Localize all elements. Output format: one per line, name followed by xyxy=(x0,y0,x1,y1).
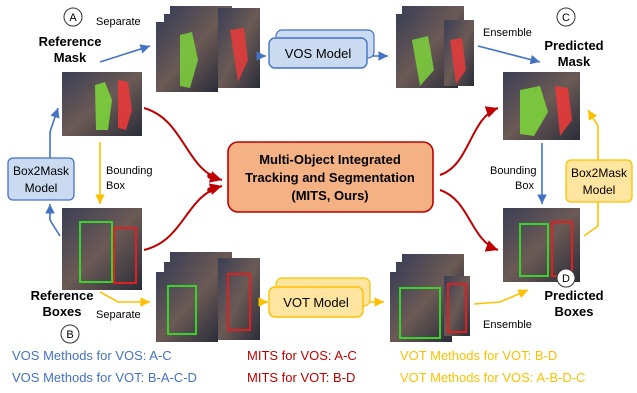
arrow-boxes-to-separate xyxy=(99,291,150,307)
separate-masks-top-stack xyxy=(156,6,260,92)
arrow-mits-to-predicted-mask xyxy=(439,106,499,176)
arrow-ensemble-to-predicted xyxy=(477,45,541,65)
reference-mask-title-1: Reference xyxy=(39,34,102,49)
ensemble-bottom-label: Ensemble xyxy=(483,319,532,331)
legend-vos-for-vos: VOS Methods for VOS: A-C xyxy=(12,348,172,363)
legend-vos-for-vot: VOS Methods for VOT: B-A-C-D xyxy=(12,370,197,385)
node-a: A Reference Mask xyxy=(39,7,102,65)
vot-model-label: VOT Model xyxy=(283,295,349,310)
vot-model-box: VOT Model xyxy=(268,277,371,318)
node-c-letter: C xyxy=(562,12,570,24)
separate-top-label: Separate xyxy=(96,16,141,28)
mits-box: Multi-Object Integrated Tracking and Seg… xyxy=(227,141,434,213)
reference-mask-title-2: Mask xyxy=(54,50,87,65)
arrow-boxes-to-box2mask xyxy=(45,204,61,237)
box2mask-left-line-1: Box2Mask xyxy=(13,164,70,178)
box2mask-left-box: Box2Mask Model xyxy=(7,157,75,201)
predicted-mask-title-1: Predicted xyxy=(544,38,603,53)
legend-vot-for-vot: VOT Methods for VOT: B-D xyxy=(400,348,558,363)
arrow-mask-to-mits xyxy=(143,107,223,183)
vos-model-box: VOS Model xyxy=(268,29,375,69)
separate-boxes-bottom-stack xyxy=(156,252,260,342)
legend-vot-for-vos: VOT Methods for VOS: A-B-D-C xyxy=(400,370,586,385)
node-b-letter: B xyxy=(66,329,73,341)
predicted-mask-image xyxy=(503,72,580,140)
arrow-ensemble-to-predicted-boxes xyxy=(473,289,529,305)
bounding-box-right-2: Box xyxy=(515,180,534,192)
separate-bottom-label: Separate xyxy=(96,309,141,321)
reference-boxes-image xyxy=(62,208,142,290)
box2mask-right-box: Box2Mask Model xyxy=(565,159,633,203)
predicted-mask-title-2: Mask xyxy=(558,54,591,69)
predicted-boxes-title-1: Predicted xyxy=(544,288,603,303)
predicted-boxes-title-2: Boxes xyxy=(554,304,593,319)
legend-mits-for-vos: MITS for VOS: A-C xyxy=(247,348,357,363)
junction-dot-bottom xyxy=(207,187,213,193)
bounding-box-left-2: Box xyxy=(106,180,125,192)
node-c: C Predicted Mask xyxy=(544,7,604,69)
reference-boxes-title-1: Reference xyxy=(31,288,94,303)
bounding-box-left-1: Bounding xyxy=(106,165,153,177)
node-a-letter: A xyxy=(69,12,77,24)
ensemble-masks-top-stack xyxy=(396,6,474,88)
node-d-letter: D xyxy=(562,273,570,285)
arrow-boxes-to-mits xyxy=(143,183,223,251)
node-d: D Predicted Boxes xyxy=(544,268,604,319)
legend-mits-for-vot: MITS for VOT: B-D xyxy=(247,370,356,385)
box2mask-left-line-2: Model xyxy=(25,181,58,195)
arrow-box2mask-to-mask xyxy=(49,107,60,158)
ensemble-boxes-bottom-stack xyxy=(390,254,470,342)
mits-line-1: Multi-Object Integrated xyxy=(259,152,401,167)
mits-line-3: (MITS, Ours) xyxy=(291,188,368,203)
arrow-mask-to-separate xyxy=(99,44,151,63)
box2mask-right-line-1: Box2Mask xyxy=(571,166,628,180)
node-b: Reference Boxes B xyxy=(31,288,94,344)
arrow-mits-to-predicted-boxes xyxy=(439,189,499,252)
reference-boxes-title-2: Boxes xyxy=(42,304,81,319)
vos-model-label: VOS Model xyxy=(285,46,352,61)
ensemble-top-label: Ensemble xyxy=(483,27,532,39)
junction-dot-top xyxy=(207,173,213,179)
mits-line-2: Tracking and Segmentation xyxy=(245,170,415,185)
bounding-box-right-1: Bounding xyxy=(490,165,537,177)
reference-mask-image xyxy=(62,72,142,136)
box2mask-right-line-2: Model xyxy=(583,183,616,197)
